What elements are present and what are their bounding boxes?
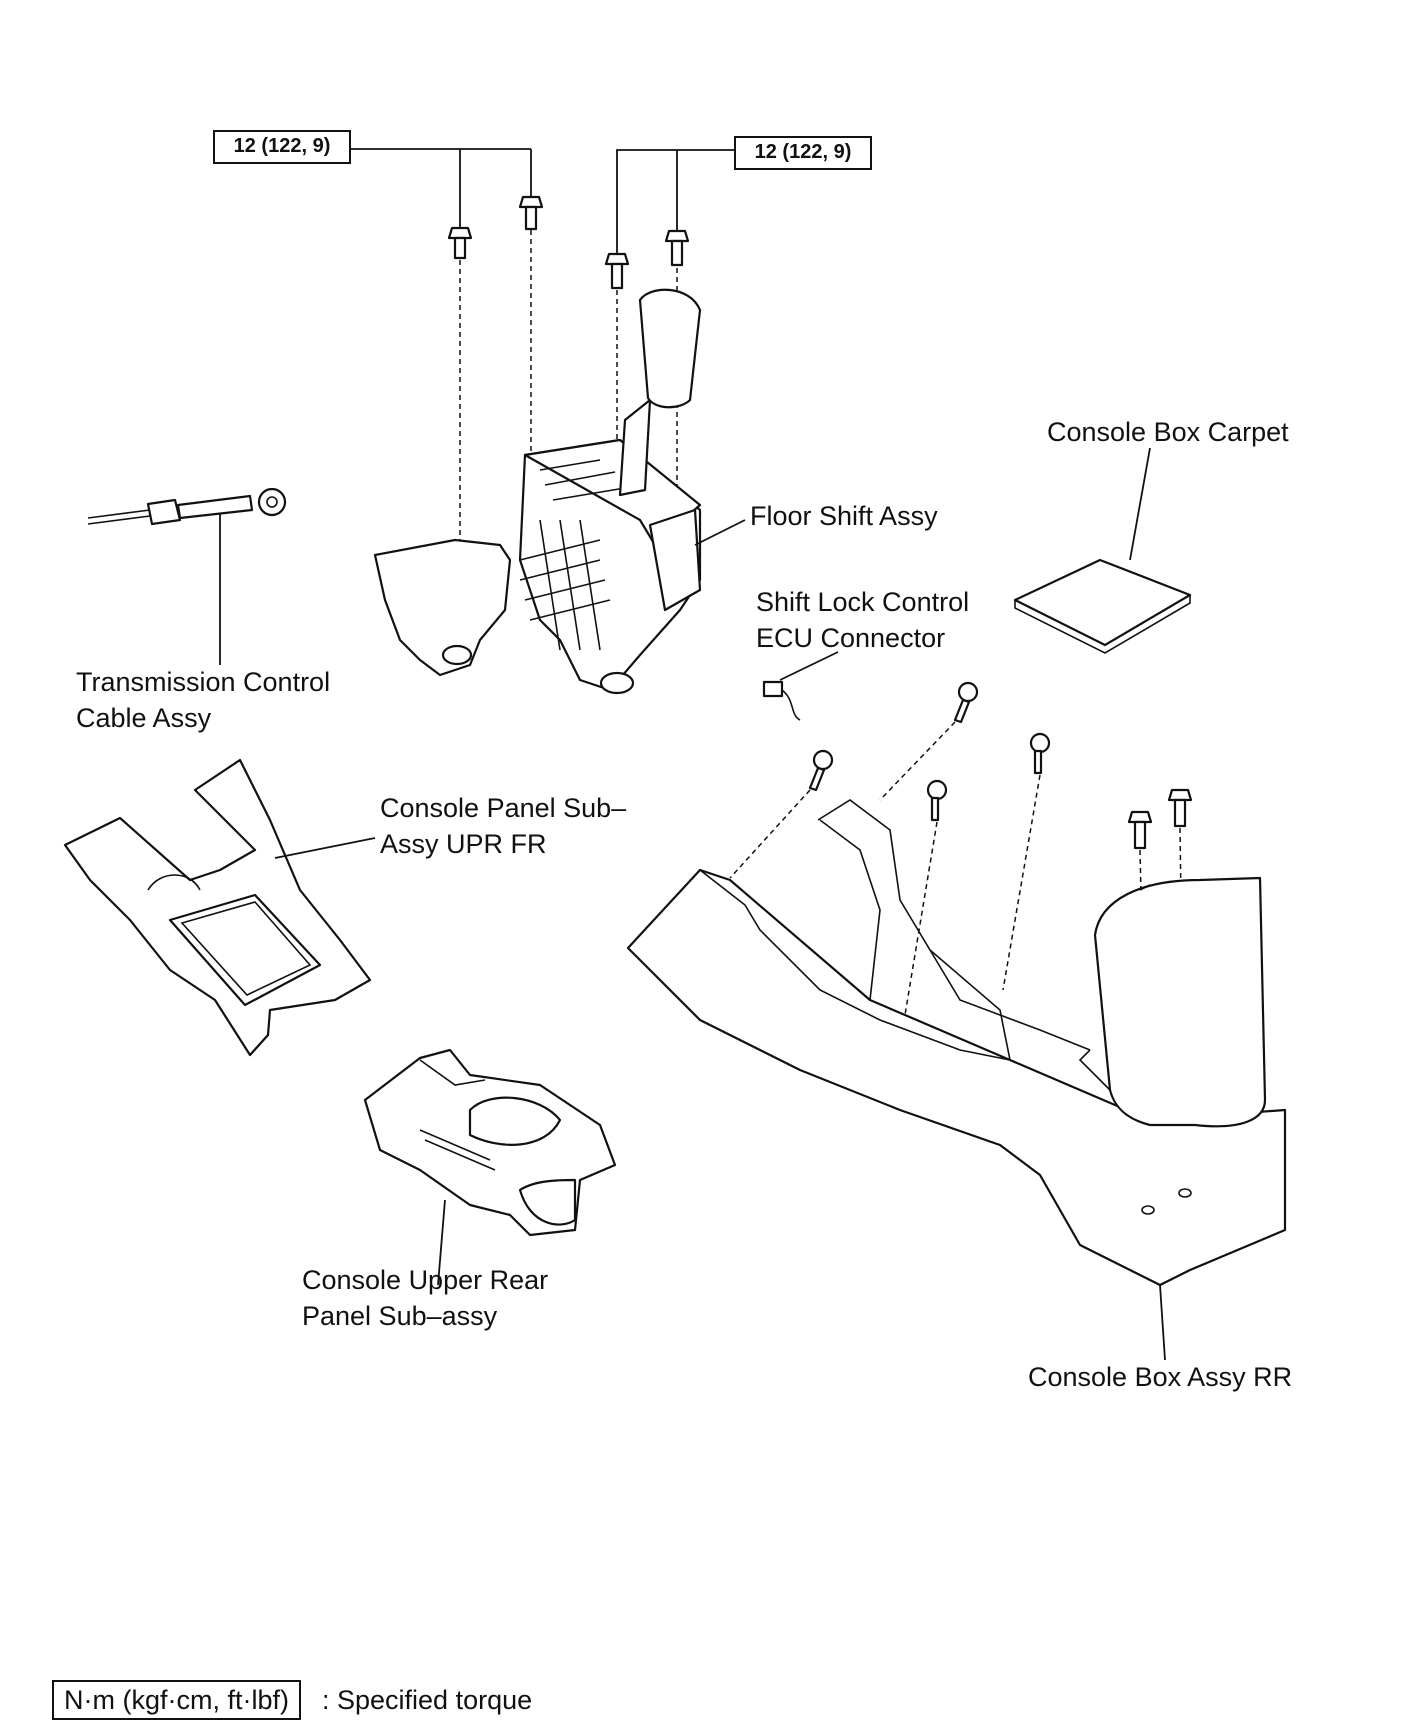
console-box-assy-rr-drawing: [626, 799, 1287, 1287]
label-floor-shift-assy: Floor Shift Assy: [750, 501, 938, 531]
console-upper-rear-panel-drawing: [363, 1048, 617, 1237]
label-console-upper-line1: Console Upper Rear: [302, 1265, 549, 1295]
screw-3: [926, 779, 948, 822]
bolt-6: [1167, 788, 1193, 828]
label-transmission-line2: Cable Assy: [76, 703, 212, 733]
label-console-panel-line1: Console Panel Sub–: [380, 793, 627, 823]
bolt-3: [604, 252, 630, 290]
label-console-upper-line2: Panel Sub–assy: [302, 1301, 498, 1331]
torque-callout-left: 12 (122, 9): [213, 130, 351, 164]
legend-description: : Specified torque: [322, 1685, 533, 1715]
console-panel-upr-fr-drawing: [63, 758, 372, 1057]
label-console-box-carpet: Console Box Carpet: [1047, 417, 1289, 447]
torque-callout-right: 12 (122, 9): [734, 136, 872, 170]
label-shift-lock-line1: Shift Lock Control: [756, 587, 970, 617]
screw-1: [808, 749, 834, 792]
shift-lock-connector-drawing: [762, 680, 801, 721]
screw-4: [1029, 732, 1051, 775]
bolt-4: [664, 229, 690, 267]
console-box-carpet-drawing: [1013, 558, 1192, 654]
screw-2: [953, 681, 979, 724]
label-console-box-assy-rr: Console Box Assy RR: [1028, 1362, 1293, 1392]
floor-shift-assy-drawing: [373, 288, 702, 695]
bolt-2: [518, 195, 544, 231]
label-shift-lock-line2: ECU Connector: [756, 623, 946, 653]
label-transmission-line1: Transmission Control: [76, 667, 331, 697]
torque-leader-lines-right: [616, 149, 734, 255]
transmission-cable-drawing: [87, 487, 287, 526]
torque-leader-lines-left: [350, 148, 532, 232]
legend-unit-box: N·m (kgf·cm, ft·lbf): [52, 1680, 301, 1720]
bolt-5: [1127, 810, 1153, 850]
bolt-1: [447, 226, 473, 260]
label-console-panel-line2: Assy UPR FR: [380, 829, 547, 859]
